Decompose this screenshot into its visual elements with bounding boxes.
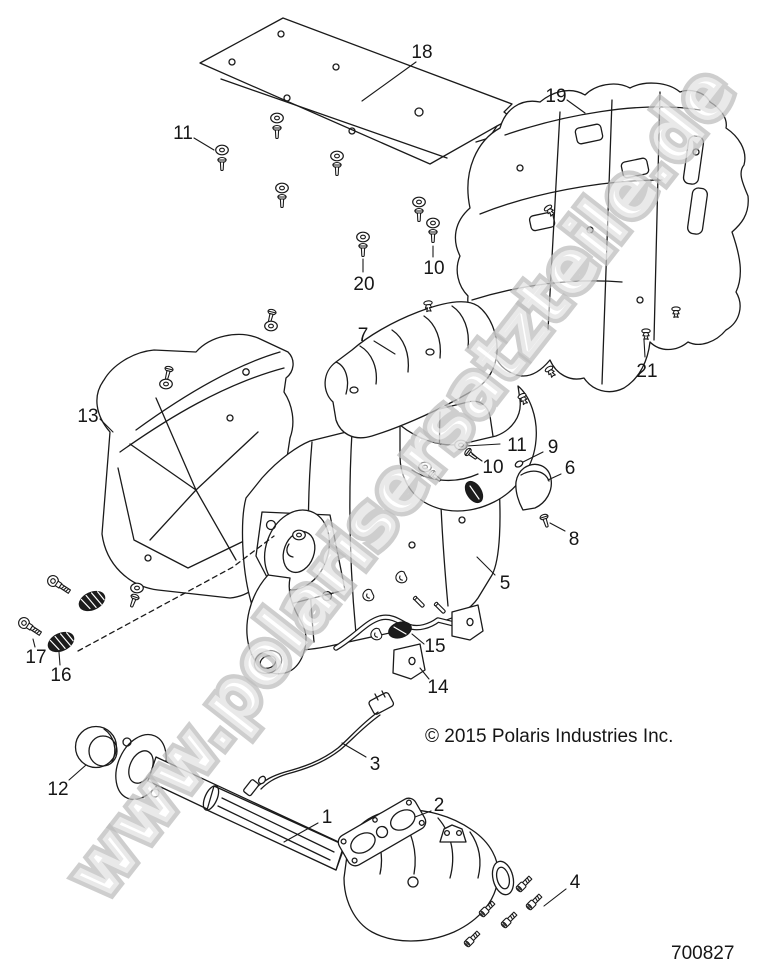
- callout-11-mid: 11: [507, 435, 527, 456]
- callout-8: 8: [569, 529, 580, 550]
- part-12-end-cap: [74, 725, 118, 769]
- part-18-top-shield-plate: [199, 17, 513, 165]
- washer: [159, 378, 173, 390]
- washer: [275, 182, 289, 194]
- callout-3: 3: [370, 754, 381, 775]
- screw: [332, 161, 342, 177]
- callout-9: 9: [548, 437, 559, 458]
- callout-2: 2: [434, 795, 445, 816]
- part-2-gasket: [337, 797, 427, 867]
- washer: [270, 112, 284, 124]
- part-3-oxygen-sensor: [243, 690, 395, 797]
- screw: [272, 124, 282, 140]
- part-8-screw: [538, 512, 552, 529]
- washer: [356, 231, 370, 243]
- washer: [412, 196, 426, 208]
- drawing-number: 700827: [671, 943, 734, 964]
- callout-1: 1: [322, 807, 333, 828]
- washer: [426, 217, 440, 229]
- washer: [264, 320, 278, 332]
- screw: [414, 207, 424, 223]
- callout-20: 20: [353, 274, 374, 295]
- callout-17: 17: [25, 647, 46, 668]
- callout-6: 6: [565, 458, 576, 479]
- copyright-text: © 2015 Polaris Industries Inc.: [425, 726, 673, 747]
- callout-19: 19: [545, 86, 566, 107]
- callout-18: 18: [411, 42, 432, 63]
- part-6-cover: [515, 463, 552, 511]
- callout-5: 5: [500, 573, 511, 594]
- callout-4: 4: [570, 872, 581, 893]
- screw: [358, 242, 368, 258]
- bolt: [499, 910, 519, 930]
- bolt: [462, 929, 482, 949]
- washer: [330, 150, 344, 162]
- part-7-muffler-heat-shield: [324, 301, 498, 439]
- leader-lines: [32, 61, 646, 907]
- callout-7: 7: [358, 325, 369, 346]
- bolt: [524, 892, 544, 912]
- bolt: [44, 572, 73, 597]
- part-14-mounts: [392, 604, 484, 680]
- callout-10-top: 10: [423, 258, 444, 279]
- screw: [217, 156, 227, 172]
- screw: [277, 193, 287, 209]
- screw: [428, 228, 438, 244]
- washer: [130, 582, 144, 594]
- part-5-muffler: [241, 385, 537, 675]
- bolt: [15, 614, 44, 639]
- callout-11-top: 11: [173, 123, 193, 144]
- callout-12: 12: [47, 779, 68, 800]
- callout-15: 15: [424, 636, 445, 657]
- callout-13: 13: [77, 406, 98, 427]
- callout-21: 21: [636, 361, 657, 382]
- callout-16: 16: [50, 665, 71, 686]
- callout-14: 14: [427, 677, 449, 698]
- spring: [44, 627, 78, 657]
- part-17-16-bolt-springs: [15, 535, 275, 657]
- washer: [215, 144, 229, 156]
- callout-10-mid: 10: [482, 457, 503, 478]
- spring: [75, 586, 109, 616]
- bolt: [514, 874, 534, 894]
- screw: [126, 592, 141, 609]
